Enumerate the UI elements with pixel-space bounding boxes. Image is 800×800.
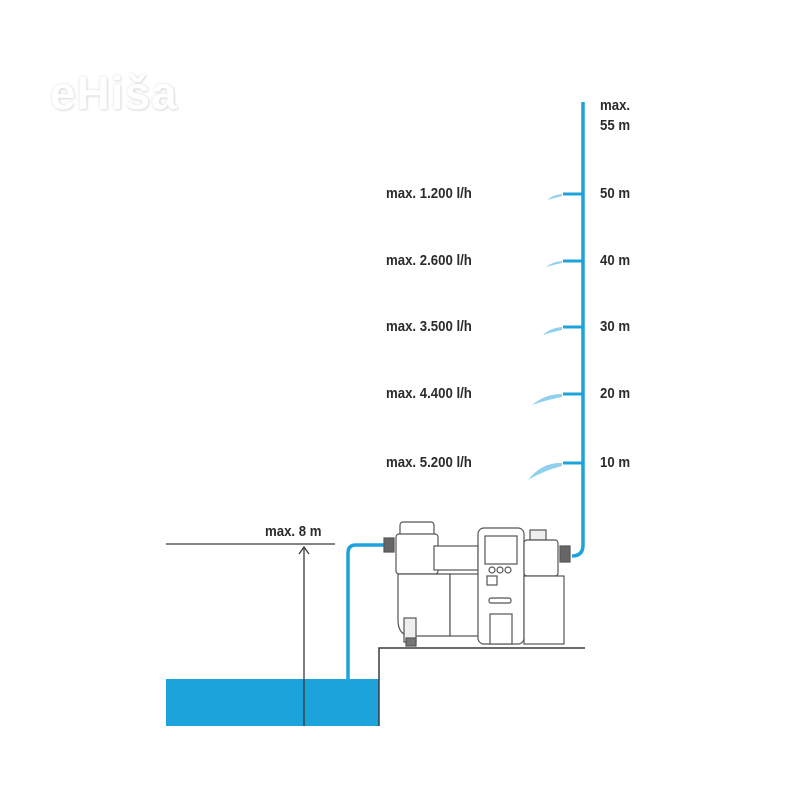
height-label-20: 20 m [600, 385, 631, 402]
watermark-logo: eHiša [50, 67, 178, 119]
arrow-head-icon [298, 545, 310, 555]
pump-illustration [383, 521, 571, 647]
outlet-ticks [563, 192, 583, 465]
flow-label-10: max. 5.200 l/h [386, 454, 472, 471]
flow-label-30: max. 3.500 l/h [386, 318, 472, 335]
water-reservoir [166, 679, 379, 726]
delivery-pipe [571, 102, 585, 558]
flow-label-20: max. 4.400 l/h [386, 385, 472, 402]
height-label-10: 10 m [600, 454, 631, 471]
water-sprays [528, 194, 562, 480]
platform-outline [378, 647, 585, 726]
height-label-40: 40 m [600, 252, 631, 269]
height-label-30: 30 m [600, 318, 631, 335]
suction-pipe [346, 543, 384, 679]
max-head-label-line1: max. [600, 97, 631, 114]
height-label-50: 50 m [600, 185, 631, 202]
flow-label-40: max. 2.600 l/h [386, 252, 472, 269]
flow-label-50: max. 1.200 l/h [386, 185, 472, 202]
suction-height-label: max. 8 m [265, 523, 322, 540]
max-head-label-line2: 55 m [600, 117, 631, 134]
